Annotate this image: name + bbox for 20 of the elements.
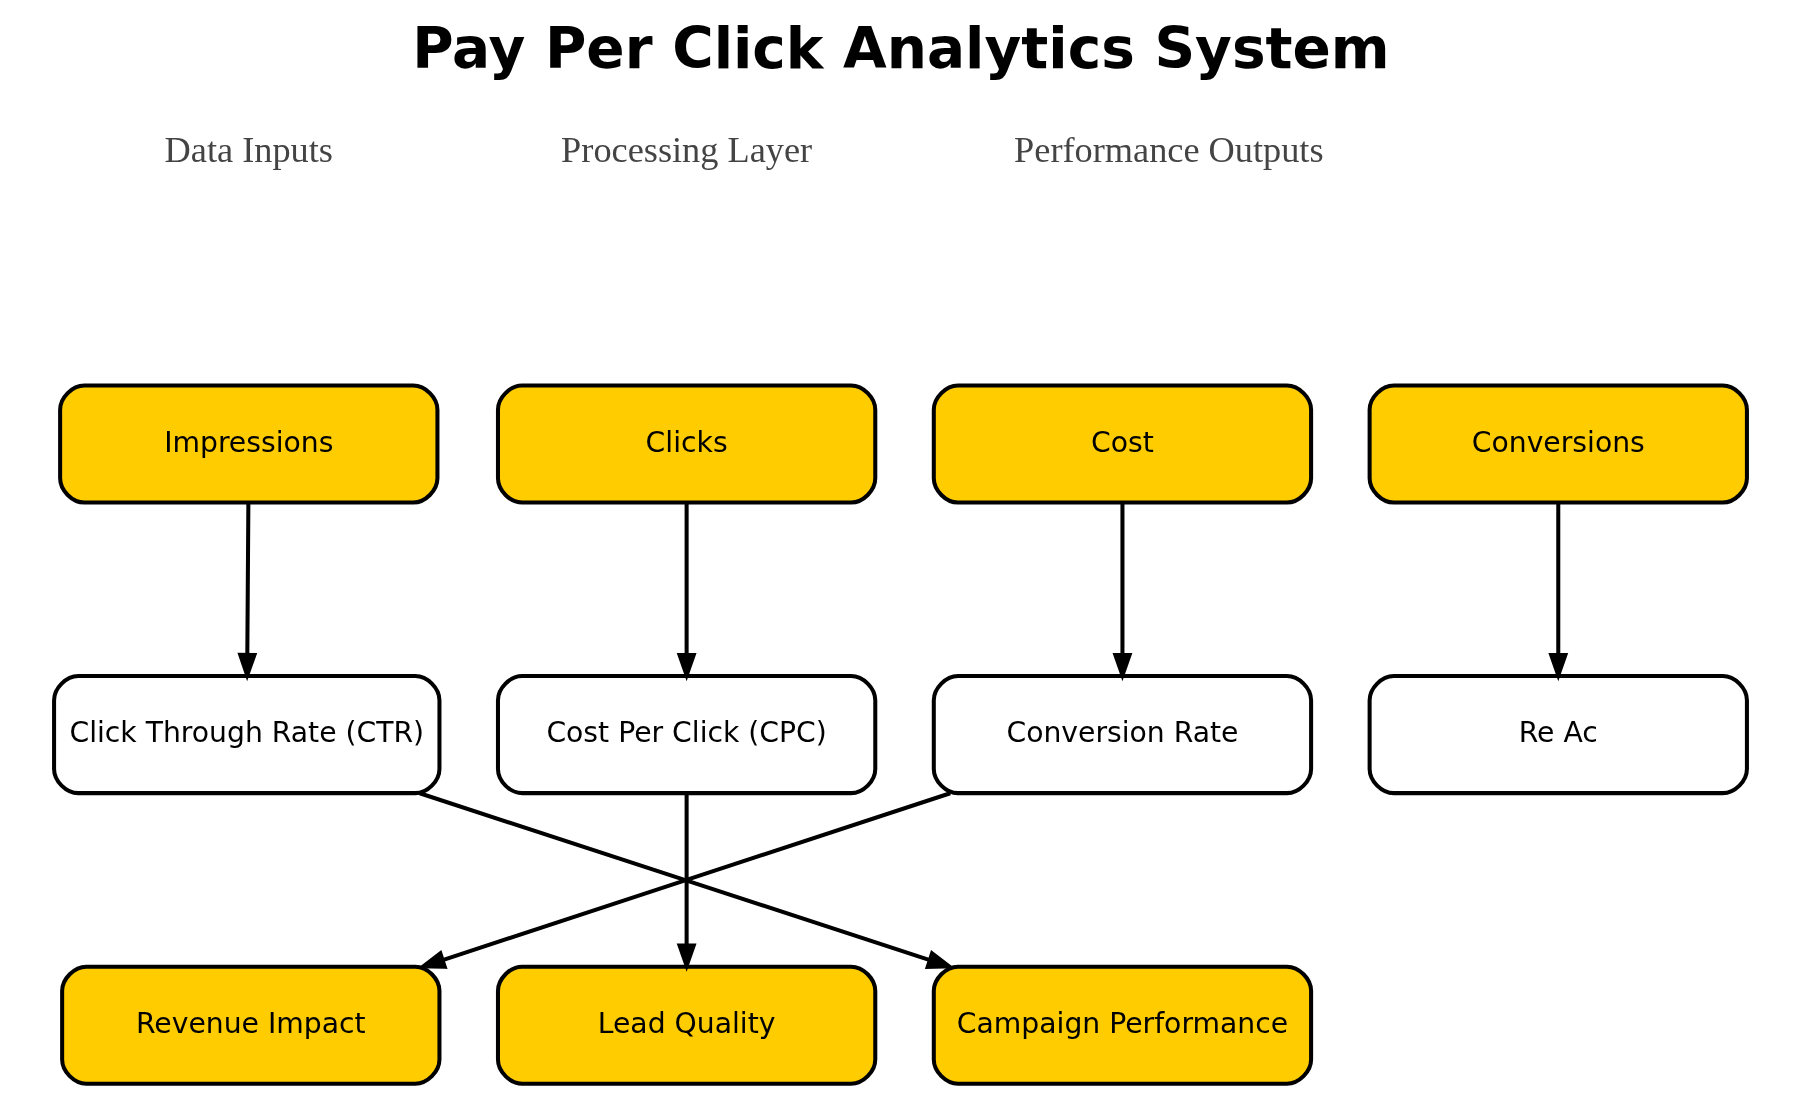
- node-box: Conversions: [1367, 383, 1749, 505]
- node-box: Campaign Performance: [931, 964, 1313, 1086]
- node-box: Cost: [931, 383, 1313, 505]
- arrow: [676, 502, 697, 682]
- node-box: Conversion Rate: [931, 674, 1313, 796]
- node-box: Cost Per Click (CPC): [495, 674, 877, 796]
- node-box: Lead Quality: [495, 964, 877, 1086]
- node-box: Click Through Rate (CTR): [51, 674, 441, 796]
- diagram-title: Pay Per Click Analytics System: [411, 15, 1390, 81]
- label: Data Inputs: [164, 130, 333, 171]
- label: Performance Outputs: [1013, 130, 1324, 171]
- label: Processing Layer: [560, 130, 812, 171]
- node-box: Re Ac: [1367, 674, 1749, 796]
- arrow: [1547, 502, 1568, 682]
- node-box: Clicks: [495, 383, 877, 505]
- node-box: Revenue Impact: [59, 964, 441, 1086]
- arrow: [1112, 502, 1132, 682]
- arrow: [236, 502, 257, 682]
- arrow: [676, 793, 697, 972]
- node-box: Impressions: [57, 383, 439, 505]
